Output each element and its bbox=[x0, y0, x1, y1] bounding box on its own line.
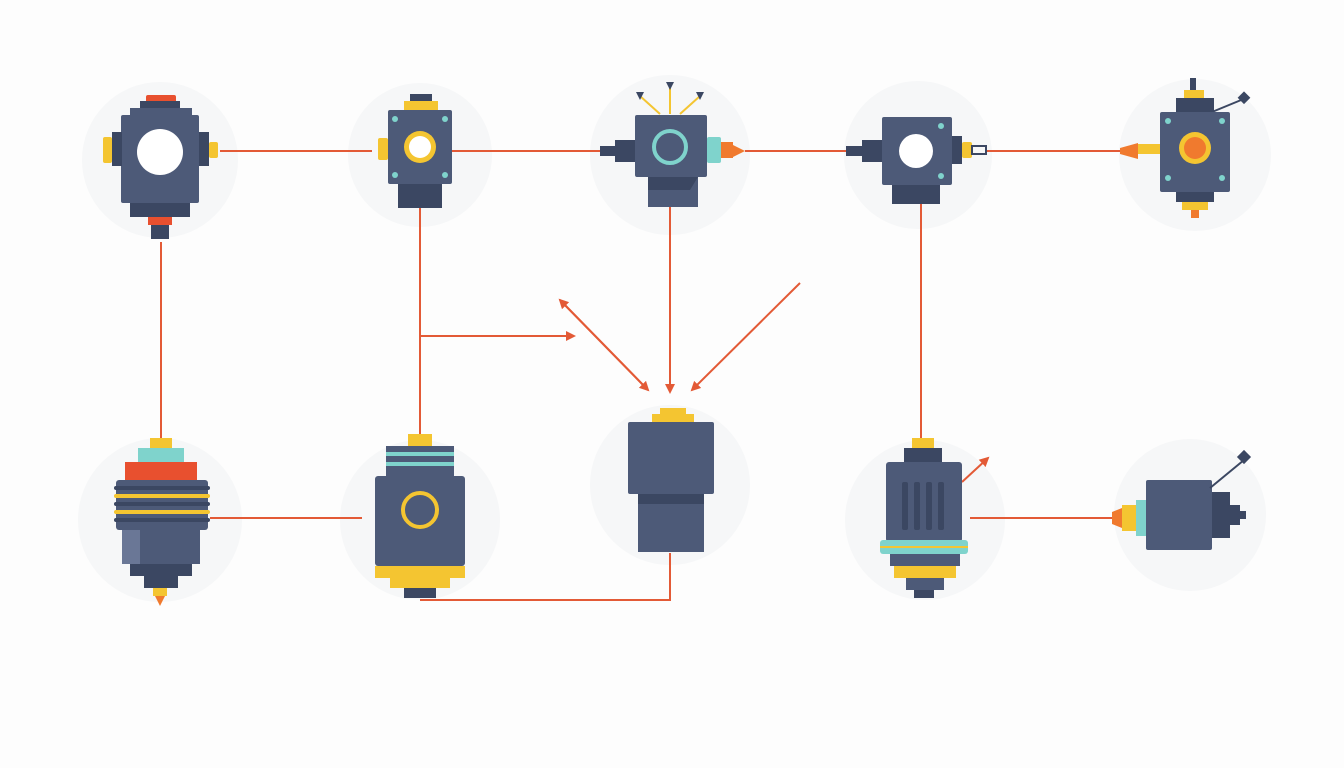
wire-bottom4-diag-arrow bbox=[961, 456, 990, 483]
coil-solenoid-icon[interactable] bbox=[114, 438, 210, 606]
sensor-teal-ring-icon[interactable] bbox=[600, 82, 745, 207]
wire-diag-right-arrow bbox=[690, 282, 801, 392]
wires bbox=[160, 150, 1120, 601]
antenna-box-icon[interactable] bbox=[1112, 449, 1252, 550]
valve-yellow-port-icon[interactable] bbox=[378, 94, 452, 208]
actuator-orange-core-icon[interactable] bbox=[1120, 78, 1251, 218]
valve-white-port-icon[interactable] bbox=[103, 95, 218, 239]
wire-bottom-2-3 bbox=[420, 553, 671, 601]
valve-white-port-icon[interactable] bbox=[846, 117, 987, 204]
finned-motor-icon[interactable] bbox=[880, 438, 968, 598]
motor-yellow-ring-icon[interactable] bbox=[375, 434, 465, 598]
wire-diag-left-in bbox=[559, 299, 650, 392]
stacked-block-icon[interactable] bbox=[628, 408, 714, 552]
